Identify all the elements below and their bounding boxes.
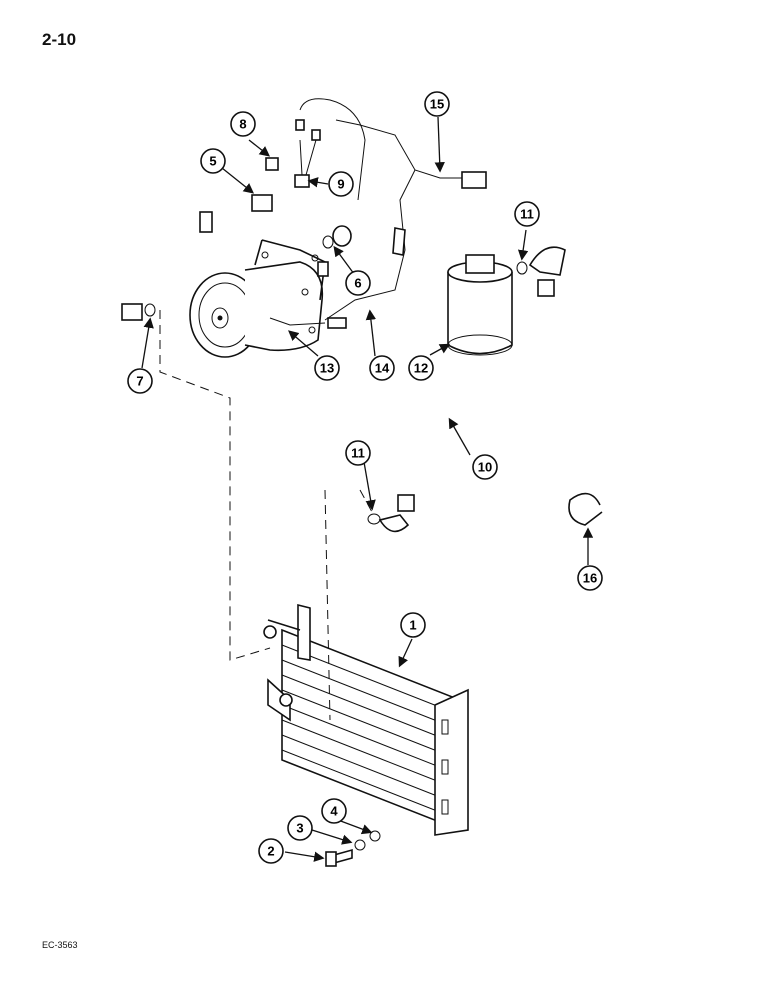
callout-16: 16 bbox=[577, 565, 603, 591]
o-ring-11-top bbox=[516, 261, 528, 275]
svg-text:6: 6 bbox=[354, 276, 361, 291]
callout-1: 1 bbox=[400, 612, 426, 638]
o-ring-7 bbox=[144, 303, 156, 317]
compressor bbox=[189, 239, 329, 358]
svg-text:1: 1 bbox=[409, 618, 416, 633]
svg-text:11: 11 bbox=[351, 446, 365, 461]
callout-9: 9 bbox=[328, 171, 354, 197]
pressure-switch bbox=[265, 119, 321, 188]
callout-2: 2 bbox=[258, 838, 284, 864]
svg-text:2: 2 bbox=[267, 844, 274, 859]
callout-6: 6 bbox=[345, 270, 371, 296]
receiver-dryer bbox=[447, 254, 513, 356]
installation-guide-line bbox=[159, 310, 271, 661]
callout-14: 14 bbox=[369, 355, 395, 381]
callout-leaders bbox=[141, 116, 594, 862]
svg-text:14: 14 bbox=[375, 361, 390, 376]
suction-hose bbox=[101, 194, 355, 322]
svg-text:5: 5 bbox=[209, 154, 216, 169]
svg-text:9: 9 bbox=[337, 177, 344, 192]
callout-5: 5 bbox=[200, 148, 226, 174]
wiring-harness bbox=[269, 98, 487, 329]
o-ring-11-bottom bbox=[367, 513, 381, 525]
condenser bbox=[263, 603, 469, 836]
svg-text:4: 4 bbox=[330, 804, 338, 819]
hose-clamp bbox=[568, 492, 603, 526]
mounting-hardware bbox=[325, 830, 381, 867]
svg-text:7: 7 bbox=[136, 374, 143, 389]
callout-7: 7 bbox=[127, 368, 153, 394]
callout-3: 3 bbox=[287, 815, 313, 841]
svg-text:8: 8 bbox=[239, 117, 246, 132]
callout-11-top: 11 bbox=[514, 201, 540, 227]
figure-code: EC-3563 bbox=[42, 940, 78, 950]
svg-text:12: 12 bbox=[414, 361, 428, 376]
callout-10: 10 bbox=[472, 454, 498, 480]
svg-text:10: 10 bbox=[478, 460, 492, 475]
installation-guide-line-2 bbox=[324, 489, 331, 721]
callout-11-bottom: 11 bbox=[345, 440, 371, 466]
o-ring-6 bbox=[322, 235, 334, 249]
callout-12: 12 bbox=[408, 355, 434, 381]
callout-13: 13 bbox=[314, 355, 340, 381]
page-number: 2-10 bbox=[42, 30, 77, 49]
svg-text:13: 13 bbox=[320, 361, 334, 376]
svg-text:11: 11 bbox=[520, 207, 534, 222]
svg-text:16: 16 bbox=[583, 571, 597, 586]
callout-15: 15 bbox=[424, 91, 450, 117]
liquid-hose bbox=[378, 246, 566, 533]
svg-text:15: 15 bbox=[430, 97, 444, 112]
svg-text:3: 3 bbox=[296, 821, 303, 836]
callout-4: 4 bbox=[321, 798, 347, 824]
callout-8: 8 bbox=[230, 111, 256, 137]
